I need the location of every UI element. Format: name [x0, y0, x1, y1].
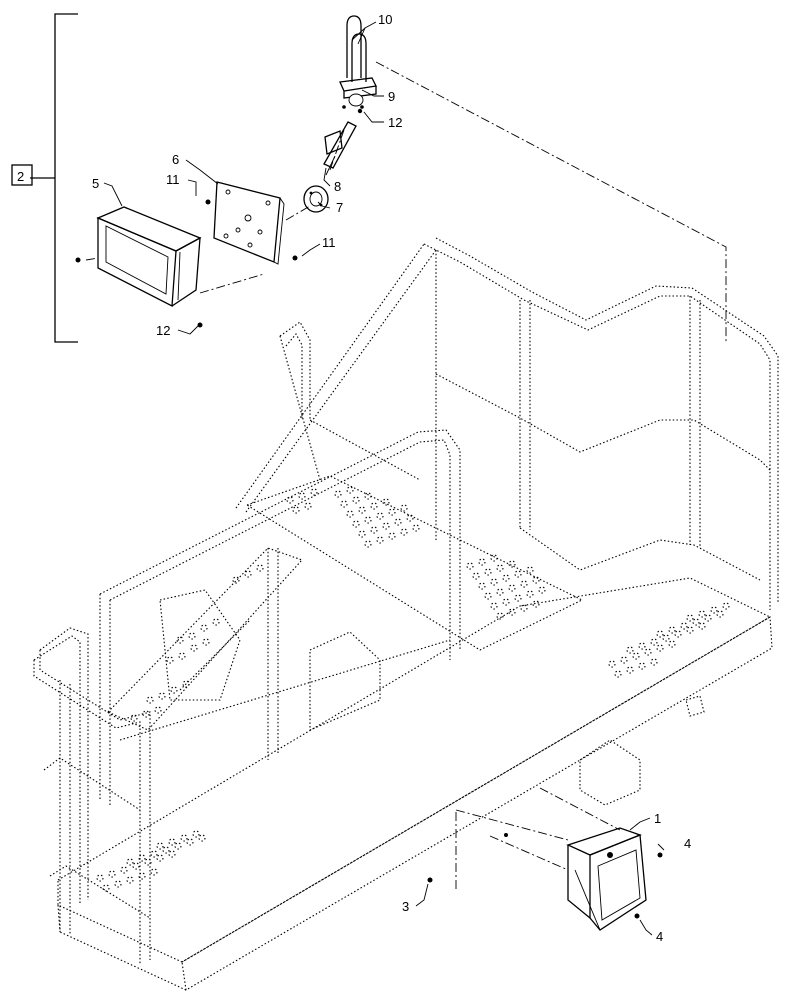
- work-light: [566, 827, 647, 931]
- callout-4b: 4: [656, 929, 663, 944]
- callout-9: 9: [388, 89, 395, 104]
- grating-lower-left: [96, 830, 206, 892]
- callout-8: 8: [334, 179, 341, 194]
- callout-labels: 1 2 3 4 4 5 6 7 8 9 10 11 11 12 12: [17, 12, 691, 944]
- leader-lines: [103, 21, 665, 936]
- grating-right: [608, 602, 730, 678]
- callout-11b: 11: [322, 235, 336, 250]
- callout-box-2: [11, 164, 33, 186]
- grating-landing: [466, 554, 546, 620]
- round-plate: [303, 185, 329, 213]
- callout-10: 10: [378, 12, 392, 27]
- kit-bracket: [11, 13, 78, 343]
- callout-3: 3: [402, 899, 409, 914]
- callout-6: 6: [172, 152, 179, 167]
- callout-1: 1: [654, 811, 661, 826]
- callout-11a: 11: [166, 172, 180, 187]
- platform-assembly: [33, 237, 779, 991]
- callout-4a: 4: [684, 836, 691, 851]
- grating-holes: [96, 486, 730, 892]
- callout-12b: 12: [156, 323, 170, 338]
- grating-stair: [130, 564, 264, 722]
- mount-plate: [213, 181, 285, 265]
- light-housing: [96, 206, 202, 308]
- mounting-arm: [323, 121, 357, 176]
- light-hardware: [427, 833, 663, 919]
- light-alignment-lines: [455, 787, 621, 890]
- callout-5: 5: [92, 176, 99, 191]
- kit-hardware: [75, 108, 363, 328]
- callout-7: 7: [336, 200, 343, 215]
- clamp-block: [339, 77, 377, 109]
- callout-2: 2: [17, 169, 24, 184]
- u-bolts: [346, 15, 367, 82]
- grating-upper: [286, 486, 420, 548]
- kit-alignment-lines: [85, 61, 727, 342]
- callout-12a: 12: [388, 115, 402, 130]
